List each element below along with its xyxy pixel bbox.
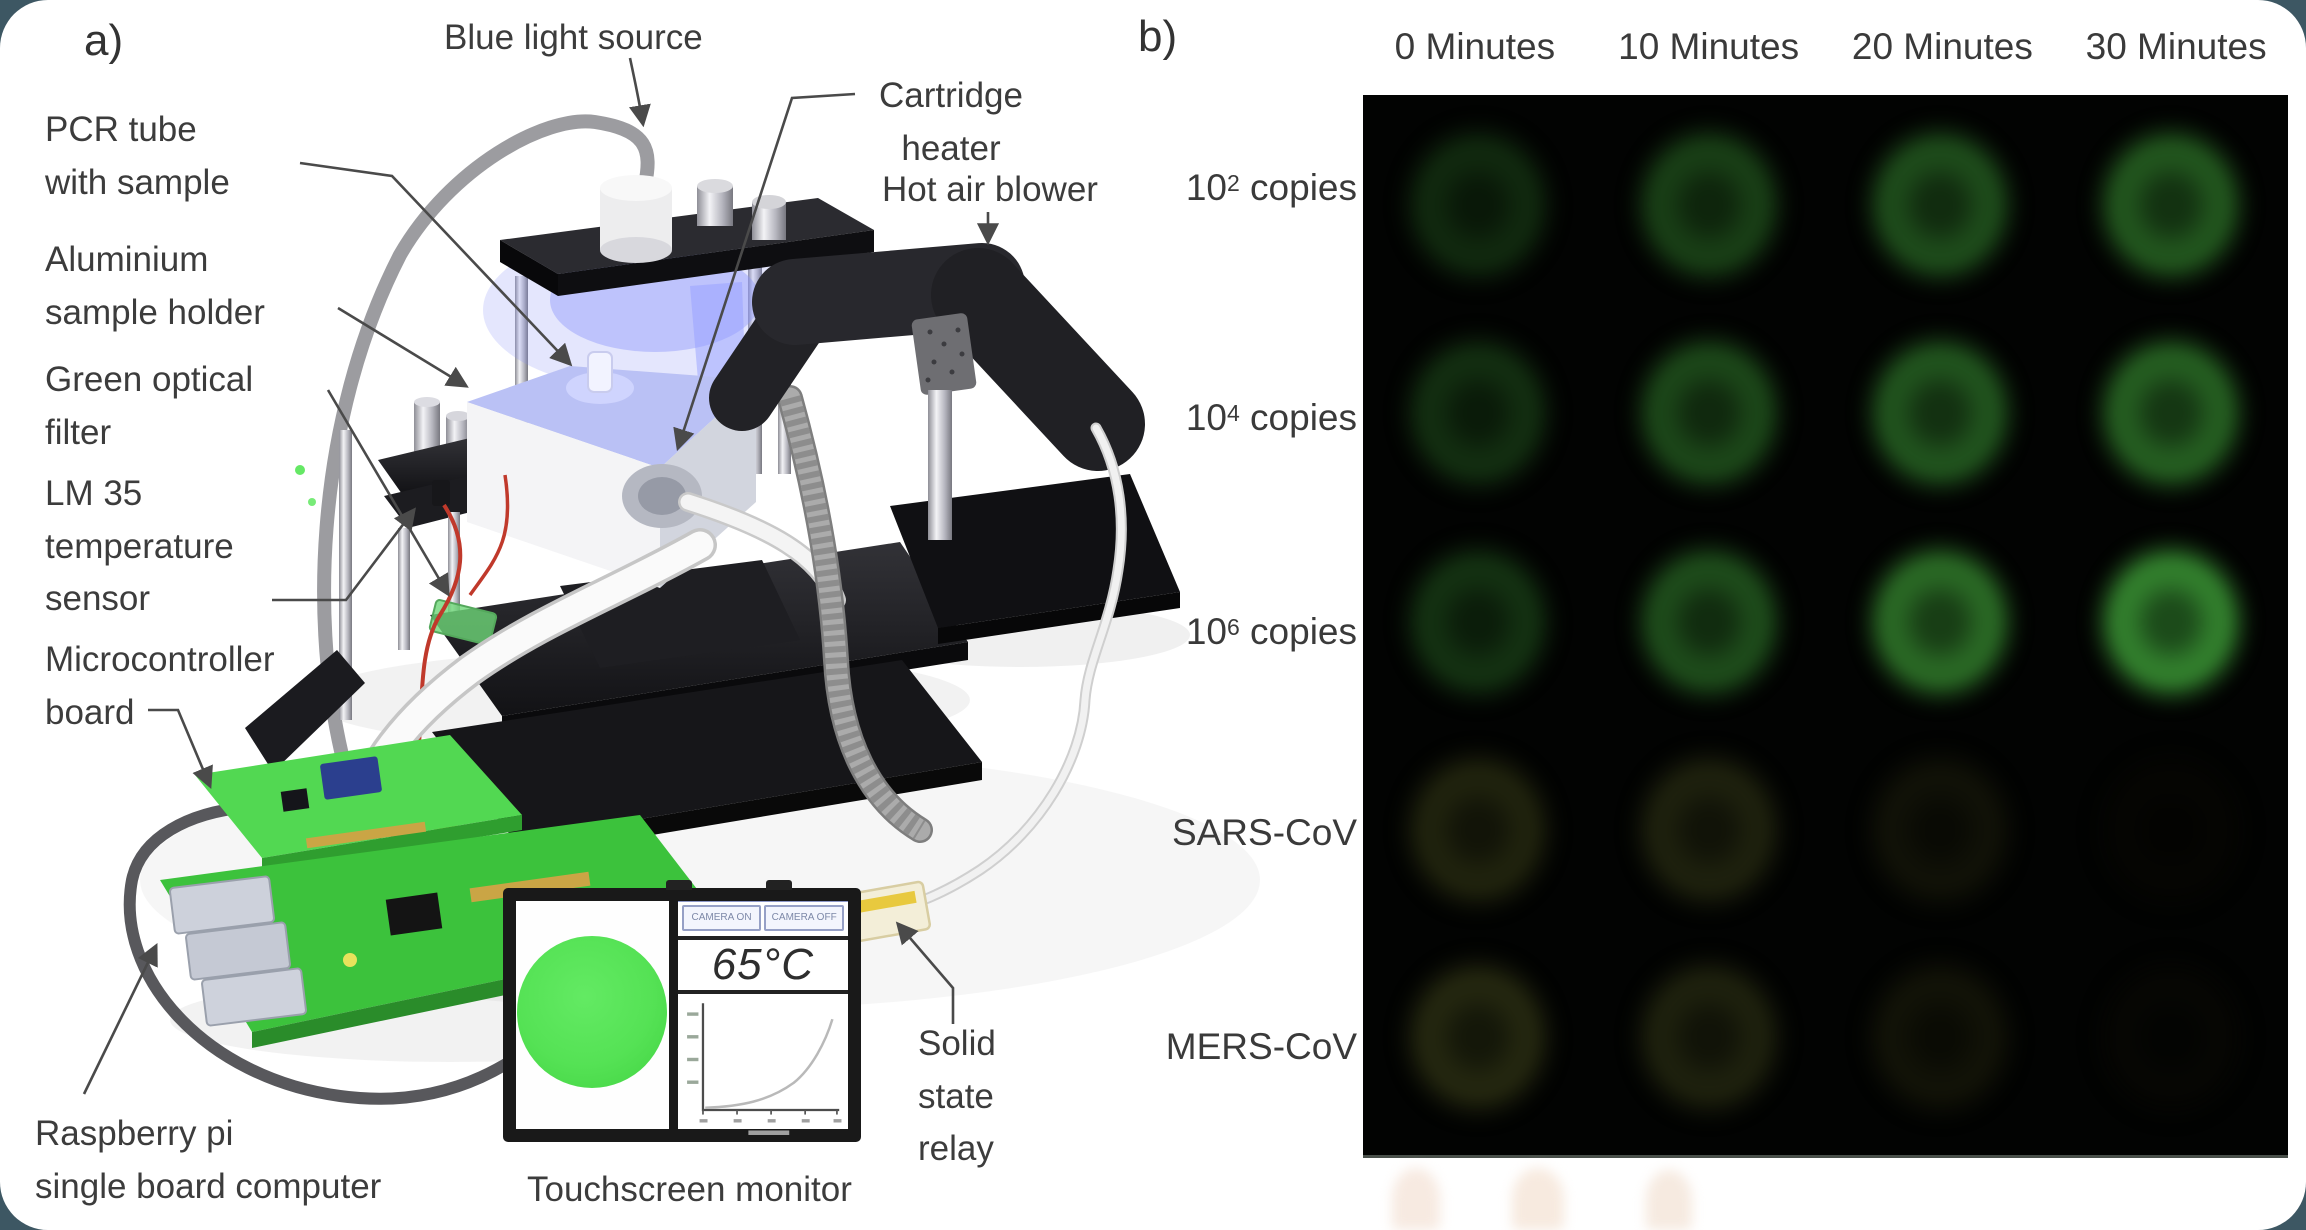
fluorescence-blob xyxy=(1604,926,1814,1148)
top-plate xyxy=(500,179,874,296)
fluorescence-blob xyxy=(1835,719,2045,941)
mounting-clip xyxy=(666,880,692,890)
time-column-header: 10 Minutes xyxy=(1618,26,1800,67)
leader-lines xyxy=(82,57,1000,1095)
temperature-readout: 65°C xyxy=(677,936,848,994)
control-pane: CAMERA ON CAMERA OFF 65°C xyxy=(677,901,848,1135)
window-titlebar xyxy=(677,901,848,902)
fluorescence-blob xyxy=(1835,926,2045,1148)
hot-air-blower-part xyxy=(709,243,1145,918)
fluorescence-blob xyxy=(1373,511,1583,733)
time-column-header: 20 Minutes xyxy=(1851,26,2033,67)
fluorescence-image-grid xyxy=(1363,95,2288,1158)
fluorescence-blob xyxy=(1373,302,1583,524)
fluorescence-blob xyxy=(1373,926,1583,1148)
label-pcr-tube: PCR tube with sample xyxy=(45,110,230,202)
label-solid-state-relay: Solid state relay xyxy=(918,1024,996,1168)
green-optical-filter-part xyxy=(428,599,498,646)
row-label: 106 copies xyxy=(1185,611,1357,652)
label-lm35: LM 35 temperature sensor xyxy=(45,474,234,618)
fluorescence-blob xyxy=(2066,926,2276,1148)
time-column-header: 0 Minutes xyxy=(1394,26,1556,67)
label-green-filter: Green optical filter xyxy=(45,360,254,452)
camera-off-button: CAMERA OFF xyxy=(764,905,844,931)
panel-a-label: a) xyxy=(84,16,124,65)
fluorescence-blob xyxy=(1604,302,1814,524)
temperature-graph xyxy=(678,994,848,1144)
fluorescence-blob xyxy=(1604,511,1814,733)
mounting-clip xyxy=(766,880,792,890)
fluorescence-blob xyxy=(1604,95,1814,316)
label-raspberry-pi: Raspberry pi single board computer xyxy=(35,1114,382,1206)
time-column-headers: 0 Minutes 10 Minutes 20 Minutes 30 Minutes xyxy=(1358,26,2293,80)
row-label: MERS-CoV xyxy=(1165,1026,1357,1067)
fluorescence-preview-circle xyxy=(517,935,668,1088)
blue-light-cylinder xyxy=(600,175,672,263)
label-hot-air-blower: Hot air blower xyxy=(882,170,1098,209)
label-aluminium-holder: Aluminium sample holder xyxy=(45,240,265,332)
time-column-header: 30 Minutes xyxy=(2085,26,2267,67)
fluorescence-blob xyxy=(2066,302,2276,524)
fluorescence-blob xyxy=(1373,95,1583,316)
fluorescence-blob xyxy=(2066,511,2276,733)
microcontroller-board-part xyxy=(195,735,522,873)
cropped-artifact xyxy=(1646,1170,1692,1230)
cropped-artifact xyxy=(1512,1168,1564,1230)
panel-b-label: b) xyxy=(1138,12,1178,61)
camera-on-button: CAMERA ON xyxy=(681,905,762,931)
green-glint xyxy=(308,498,316,506)
fluorescence-blob xyxy=(1373,719,1583,941)
light-source-cable xyxy=(317,114,655,799)
fluorescence-blob xyxy=(2066,95,2276,316)
label-cartridge-heater: Cartridge heater xyxy=(879,76,1023,168)
row-label: 104 copies xyxy=(1185,397,1357,438)
green-glint xyxy=(295,465,305,475)
fluorescence-blob xyxy=(1835,95,2045,316)
fluorescence-blob xyxy=(1604,719,1814,941)
label-microcontroller: Microcontroller board xyxy=(45,640,275,732)
label-blue-light-source: Blue light source xyxy=(444,18,703,57)
braided-hose xyxy=(777,385,933,843)
cropped-artifact xyxy=(1392,1168,1440,1230)
fluorescence-blob xyxy=(1835,302,2045,524)
row-label: SARS-CoV xyxy=(1171,812,1357,853)
touchscreen-monitor: CAMERA ON CAMERA OFF 65°C xyxy=(503,880,861,1142)
fluorescence-blob xyxy=(2066,719,2276,941)
row-label: 102 copies xyxy=(1185,167,1357,208)
label-touchscreen-monitor: Touchscreen monitor xyxy=(527,1170,852,1209)
camera-preview-pane xyxy=(516,901,678,1129)
fluorescence-blob xyxy=(1835,511,2045,733)
